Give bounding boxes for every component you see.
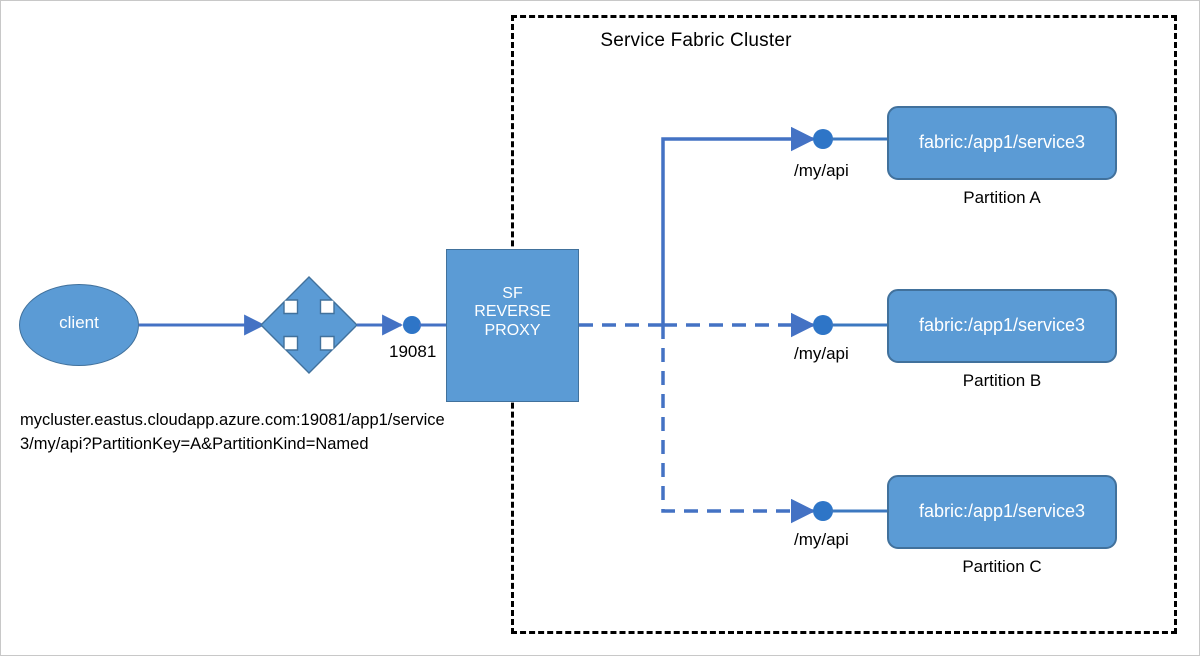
cluster-title: Service Fabric Cluster xyxy=(1,30,1199,51)
api-path-label-partition-a: /my/api xyxy=(794,161,849,180)
api-path-label-partition-b: /my/api xyxy=(794,344,849,363)
request-url-text: mycluster.eastus.cloudapp.azure.com:1908… xyxy=(20,411,445,453)
endpoint-dot-a xyxy=(813,129,833,149)
four-way-arrow-icon xyxy=(260,276,358,374)
port-endpoint-dot xyxy=(403,316,421,334)
service-node-partition-b xyxy=(887,289,1117,363)
api-path-label-partition-c: /my/api xyxy=(794,530,849,549)
partition-label-b: Partition B xyxy=(962,371,1042,390)
client-node xyxy=(19,284,139,366)
connector-branch-partition-c xyxy=(661,325,887,524)
service-node-partition-a xyxy=(887,106,1117,180)
connector-branch-partition-a xyxy=(661,126,887,326)
sf-reverse-proxy-node xyxy=(446,249,579,402)
connector-branch-partition-b xyxy=(663,312,887,338)
partition-label-a: Partition A xyxy=(963,188,1041,207)
client-node-label: client xyxy=(59,313,99,332)
endpoint-dot-b xyxy=(813,315,833,335)
cluster-title-text: Service Fabric Cluster xyxy=(600,30,792,51)
endpoint-dot-c xyxy=(813,501,833,521)
connector-network-to-proxy xyxy=(357,314,446,336)
service-node-partition-c xyxy=(887,475,1117,549)
port-label: 19081 xyxy=(389,342,437,361)
partition-label-c: Partition C xyxy=(962,557,1042,576)
